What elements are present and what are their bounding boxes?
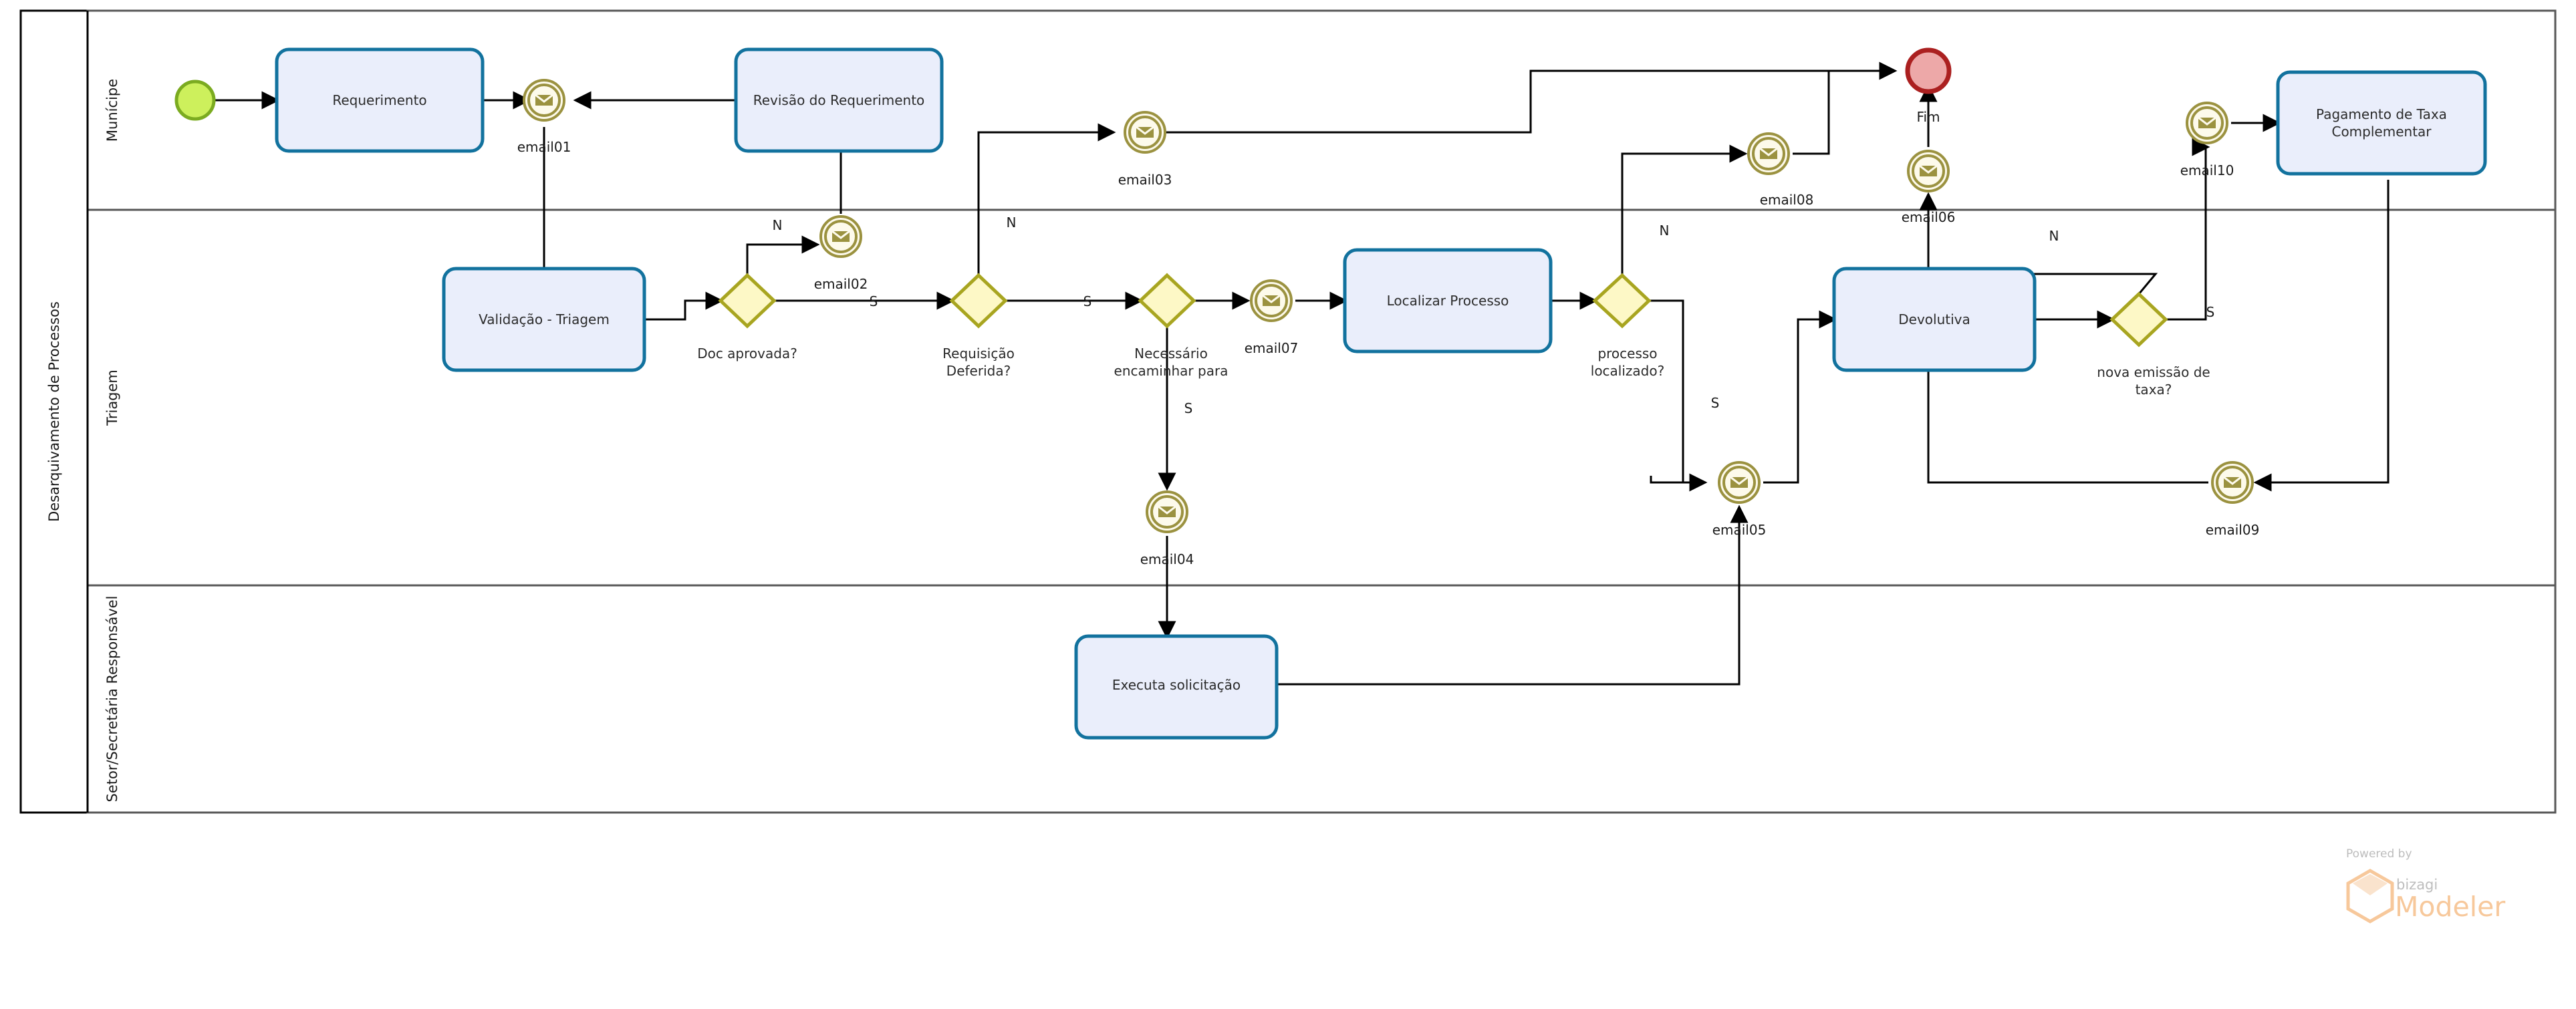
watermark-brand-big: Modeler (2395, 891, 2505, 923)
task-devolutiva[interactable]: Devolutiva (1832, 267, 2037, 372)
task-pagamento-label-2: Complementar (2331, 124, 2432, 140)
watermark-brand-small: bizagi (2396, 877, 2438, 893)
flow-label-requisicao-yes: S (1083, 293, 1092, 309)
sequence-flows (214, 61, 2390, 686)
gateway-taxa-label-1: nova emissão de (2097, 364, 2210, 380)
message-event-email01[interactable]: email01 (517, 79, 571, 155)
message-event-email04[interactable]: email04 (1140, 490, 1194, 567)
task-revisao-label: Revisão do Requerimento (753, 92, 925, 108)
flow-email05-to-devolutiva (1763, 310, 1837, 484)
task-executa-solicitacao[interactable]: Executa solicitação (1074, 634, 1279, 740)
task-revisao-do-requerimento[interactable]: Revisão do Requerimento (734, 47, 944, 153)
gateway-requisicao-label-2: Deferida? (946, 363, 1011, 379)
lane-title-municipe: Munícipe (104, 79, 120, 142)
message-event-email10-label: email10 (2180, 162, 2234, 178)
gateway-taxa-label-2: taxa? (2136, 382, 2172, 398)
task-pagamento-de-taxa-complementar[interactable]: Pagamento de Taxa Complementar (2276, 70, 2487, 176)
flow-label-encaminhar-yes: S (1184, 400, 1193, 416)
gateway-necessario-encaminhar[interactable]: Necessário encaminhar para (1114, 273, 1229, 379)
gateway-doc-aprovada[interactable]: Doc aprovada? (697, 273, 797, 362)
message-event-email09-label: email09 (2206, 522, 2260, 538)
message-event-email05-label: email05 (1712, 522, 1767, 538)
flow-labels: N S N S S N S N S (773, 214, 2215, 416)
task-requerimento-label: Requerimento (332, 92, 426, 108)
flow-taxa-yes-to-email10 (2166, 138, 2210, 321)
pool-title: Desarquivamento de Processos (46, 301, 62, 522)
message-event-email06[interactable]: email06 (1902, 150, 1956, 225)
flow-processo-no-to-email08 (1621, 144, 1748, 274)
flow-email09-to-devolutiva (1919, 348, 2208, 484)
gateway-requisicao-label-1: Requisição (942, 345, 1015, 362)
flow-email08-to-fim (1793, 69, 1894, 155)
message-event-email02-label: email02 (814, 276, 868, 292)
end-event-label: Fim (1916, 109, 1940, 125)
task-localizar-processo[interactable]: Localizar Processo (1343, 248, 1553, 353)
message-event-email03-label: email03 (1118, 172, 1172, 188)
gateway-encaminhar-label-2: encaminhar para (1114, 363, 1229, 379)
task-pagamento-label-1: Pagamento de Taxa (2316, 106, 2447, 122)
message-event-email04-label: email04 (1140, 551, 1194, 567)
flow-email03-to-fim (1161, 61, 1898, 134)
flow-label-taxa-no: N (2049, 228, 2059, 244)
flow-taxa-no-to-email06 (1919, 192, 2158, 295)
message-event-email07[interactable]: email07 (1245, 279, 1299, 356)
message-event-email02[interactable]: email02 (814, 215, 868, 292)
flow-label-processo-no: N (1660, 223, 1670, 239)
message-event-email09[interactable]: email09 (2206, 461, 2260, 538)
flow-executa-to-email05 (1277, 504, 1749, 686)
message-event-email10[interactable]: email10 (2180, 102, 2234, 178)
pool-container (19, 9, 2557, 814)
flow-label-doc-no: N (773, 217, 783, 233)
bizagi-watermark: Powered by bizagi Modeler (2346, 847, 2505, 923)
end-event-fim[interactable]: Fim (1905, 47, 1952, 125)
gateway-processo-label-2: localizado? (1591, 363, 1664, 379)
flow-label-taxa-yes: S (2206, 304, 2215, 320)
gateway-requisicao-deferida[interactable]: Requisição Deferida? (942, 273, 1015, 379)
task-validacao-triagem[interactable]: Validação - Triagem (442, 267, 646, 372)
message-event-email07-label: email07 (1245, 340, 1299, 356)
start-event[interactable] (174, 80, 216, 121)
gateway-doc-label: Doc aprovada? (697, 345, 797, 362)
message-event-email05[interactable]: email05 (1712, 461, 1767, 538)
task-requerimento[interactable]: Requerimento (275, 47, 485, 153)
watermark-powered-by: Powered by (2346, 847, 2412, 861)
task-devolutiva-label: Devolutiva (1898, 311, 1970, 327)
lane-title-triagem: Triagem (104, 370, 120, 426)
gateway-encaminhar-label-1: Necessário (1134, 345, 1208, 362)
flow-processo-yes-down (1649, 299, 1684, 484)
gateway-processo-localizado[interactable]: processo localizado? (1591, 273, 1664, 379)
task-localizar-label: Localizar Processo (1387, 293, 1509, 309)
flow-label-doc-yes: S (870, 293, 878, 309)
message-event-email01-label: email01 (517, 139, 571, 155)
message-event-email03[interactable]: email03 (1118, 111, 1172, 188)
gateway-processo-label-1: processo (1597, 345, 1657, 362)
gateway-nova-emissao-taxa[interactable]: nova emissão de taxa? (2097, 291, 2210, 398)
flow-doc-no-to-email02 (746, 235, 820, 275)
message-event-email06-label: email06 (1902, 209, 1956, 225)
flow-pagamento-to-email09 (2253, 180, 2390, 492)
message-event-email08-label: email08 (1760, 192, 1814, 208)
flow-validacao-to-doc-gateway (644, 291, 724, 321)
flow-label-requisicao-no: N (1007, 214, 1017, 231)
lane-title-setor: Setor/Secretária Responsável (104, 595, 120, 802)
message-event-email08[interactable]: email08 (1747, 132, 1814, 208)
flow-label-processo-yes: S (1711, 395, 1720, 411)
flow-processo-yes-to-email05 (1650, 473, 1708, 492)
task-executa-label: Executa solicitação (1112, 677, 1241, 693)
task-validacao-label: Validação - Triagem (479, 311, 610, 327)
flow-requisicao-no-to-email03 (977, 123, 1116, 275)
